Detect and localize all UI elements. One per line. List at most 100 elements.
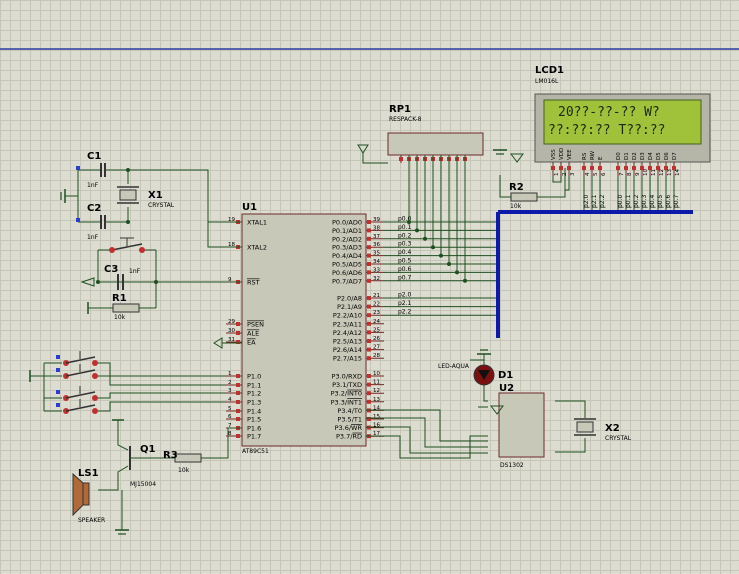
pin-marker [367,245,371,250]
ground-symbol-osc [60,189,66,203]
mcu-part: AT89C51 [242,448,269,455]
pin-marker [590,166,594,170]
pin-marker [367,399,371,404]
mcu-pin-number: 31 [228,337,235,343]
c3-capacitor[interactable]: C3 1nF [104,264,141,290]
mcu-pin-name: P1.2 [247,390,261,398]
lcd-bus-net-label: p2.1 [591,194,598,208]
pin-marker [598,166,602,170]
pin-marker [567,166,571,170]
rtc-chip[interactable]: U2 DS1302 [498,383,545,469]
respack-ref: RP1 [389,104,411,115]
push-button[interactable] [44,386,226,401]
pin-marker [236,340,240,344]
mcu-pin-number: 39 [373,217,380,223]
mcu-pin-name: P0.6/AD6 [332,269,362,277]
mcu-pin-number: 6 [228,414,232,420]
led-d1[interactable]: D1 LED-AQUA [438,349,513,386]
lcd-pin-name: D2 [632,152,638,160]
r2-resistor[interactable]: R2 10k [499,168,566,210]
pin-marker [367,321,371,326]
pin-marker [648,166,652,170]
rtc-wiring [366,359,586,459]
led-ref: D1 [498,370,513,381]
pin-marker [367,296,371,300]
pin-marker [632,166,636,170]
lcd-bus-net-label: p0.2 [633,194,640,208]
q1-transistor[interactable]: Q1 MJ15004 [129,444,156,488]
junction-dot [431,245,435,250]
mcu-pin-number: 2 [228,380,232,386]
c2-value: 1nF [87,234,99,241]
speaker-part: SPEAKER [78,517,105,524]
push-button[interactable] [44,351,226,377]
x1-crystal[interactable]: X1 CRYSTAL [117,186,175,209]
reset-section [80,249,242,314]
led-part: LED-AQUA [438,363,470,370]
mcu-pin-number: 23 [373,310,380,316]
junction-dot [415,228,419,233]
lcd-power-wire [552,176,570,191]
x2-part: CRYSTAL [605,435,632,442]
lcd-line1: 20??-??-?? W? [558,105,660,120]
respack[interactable]: RP1 RESPACK-8 [387,104,484,163]
c1-ref: C1 [87,151,101,162]
lcd-pin-number: 9 [635,172,641,176]
mcu-pin-number: 19 [228,217,235,223]
pin-marker [236,409,240,413]
mcu-pin-number: 30 [228,328,235,334]
junction-dot [423,236,427,241]
speaker[interactable]: LS1 SPEAKER [72,468,105,524]
pin-marker [367,304,371,309]
pin-marker [236,331,240,335]
mcu-pin-number: 11 [373,380,380,386]
pin-marker [664,166,668,170]
push-button[interactable] [44,399,226,414]
pin-marker [624,166,628,170]
mcu-pin-number: 34 [373,259,380,265]
lcd-bus-net-label: p0.6 [665,194,672,208]
lcd-pin-name: D3 [640,152,646,160]
junction-dot [447,262,451,266]
mcu-pin-name: P0.4/AD4 [332,252,362,260]
lcd-pin-number: 4 [585,172,591,176]
lcd-bus-net-label: p0.0 [617,194,624,208]
lcd-pin-name: VEE [567,149,573,160]
lcd-pin-number: 10 [643,169,649,176]
mcu-pin-number: 38 [373,225,380,231]
lcd-pin-number: 14 [675,169,681,176]
mcu-pin-number: 27 [373,345,380,351]
lcd-pin-number: 11 [651,169,657,176]
mcu-pin-name: P2.1/A9 [337,303,362,311]
mcu-pin-number: 21 [373,293,380,299]
mcu-pin-number: 33 [373,267,380,273]
push-button[interactable] [44,364,226,386]
mcu-pin-name: P1.0 [247,373,261,381]
mcu-pin-name: P3.7/RD [336,433,362,441]
p0-net-label: p0.2 [398,232,412,239]
mcu-pin-number: 13 [373,397,380,403]
lcd-part: LM016L [535,78,559,85]
r3-resistor[interactable]: R3 10k [163,450,202,474]
c3-value: 1nF [129,268,141,275]
mcu-pin-number: 10 [373,371,380,377]
respack-body [387,132,484,156]
mcu-pin-name: ALE [247,330,259,338]
mcu-right-pins: 39P0.0/AD038P0.1/AD137P0.2/AD236P0.3/AD3… [331,217,384,441]
c1-capacitor[interactable]: C1 1nF [76,151,110,189]
mcu-pin-number: 35 [373,251,380,257]
pin-marker [367,425,371,430]
pin-marker [367,417,371,421]
lcd-pin-name: D6 [664,152,670,160]
x2-crystal[interactable]: X2 CRYSTAL [574,418,632,442]
lcd-pin-name: RW [590,150,596,160]
c2-capacitor[interactable]: C2 1nF [76,203,110,241]
p0-net-label: p0.3 [398,241,412,248]
lcd-module[interactable]: 20??-??-?? W? ??:??:?? T??:?? LCD1 LM016… [534,65,711,191]
mcu-pin-number: 22 [373,302,380,308]
r1-resistor[interactable]: R1 10k [112,293,140,321]
mcu-pin-name: EA [247,339,256,347]
mcu-pin-number: 15 [373,414,380,420]
reset-button[interactable] [109,237,145,253]
